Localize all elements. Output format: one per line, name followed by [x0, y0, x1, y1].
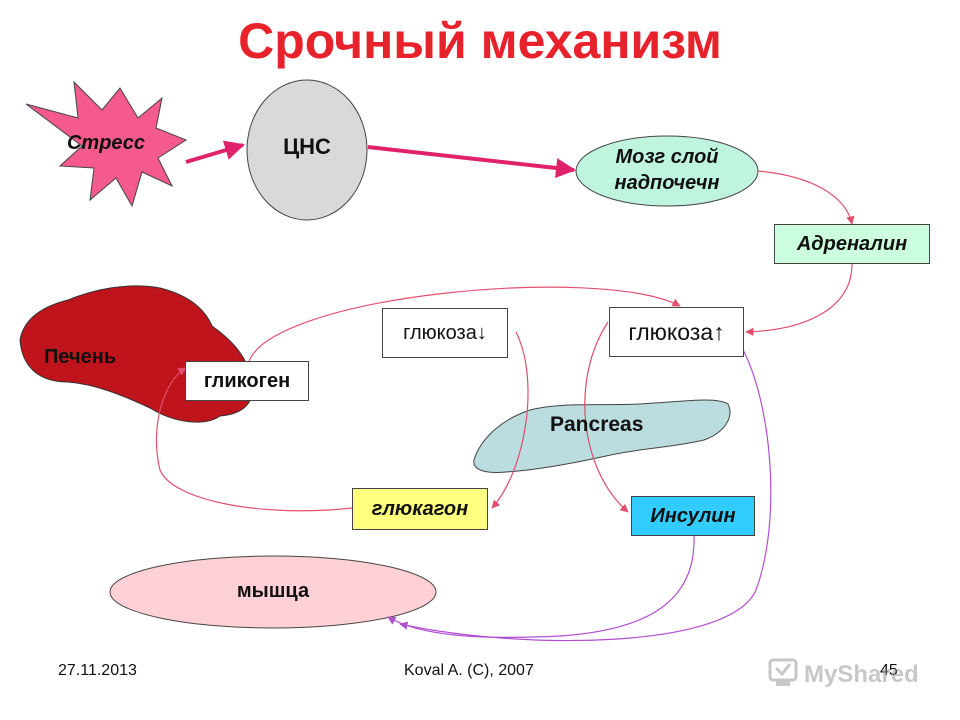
arrow-stress-to-cns	[185, 140, 245, 164]
insulin-box: Инсулин	[631, 496, 755, 536]
arrow-glucose-up-to-muscle	[399, 343, 772, 642]
arrow-cns-to-adrenal	[367, 145, 576, 178]
arrow-insulin-to-muscle	[387, 535, 695, 639]
glucagon-box: глюкагон	[352, 488, 488, 530]
arrow-adrenaline-to-glucose-up	[745, 263, 853, 336]
adrenaline-box: Адреналин	[774, 224, 930, 264]
footer-date: 27.11.2013	[58, 662, 137, 679]
liver-label: Печень	[44, 346, 117, 368]
muscle-label: мышца	[236, 580, 310, 602]
glucose-down-box: глюкоза↓	[382, 308, 508, 358]
watermark-text: MyShared	[804, 661, 919, 688]
muscle-node	[109, 555, 437, 629]
watermark-icon: MyShared	[768, 658, 919, 688]
glycogen-box: гликоген	[185, 361, 309, 401]
pancreas-label: Pancreas	[550, 413, 644, 436]
arrow-glucose-down-to-glucagon	[491, 331, 529, 509]
page-title: Срочный механизм	[238, 13, 722, 69]
adrenal-label-line2: надпочечн	[614, 172, 720, 194]
footer-page-number: 45	[880, 662, 898, 679]
pancreas-shape	[473, 399, 731, 473]
cns-label: ЦНС	[283, 134, 331, 159]
stress-star-shape	[25, 80, 188, 208]
arrow-glucose-up-to-insulin	[584, 321, 629, 513]
glucose-up-box: глюкоза↑	[609, 307, 744, 357]
arrow-adrenal-to-adrenaline	[757, 170, 855, 225]
footer-author: Koval A. (C), 2007	[404, 662, 534, 679]
cns-node	[246, 79, 368, 221]
adrenal-label: Мозг слой надпочечн	[576, 144, 758, 196]
arrow-glucagon-to-glycogen	[155, 367, 353, 512]
arrow-glycogen-to-glucose-up	[247, 286, 681, 366]
watermark-logo: MyShared	[766, 654, 926, 694]
stress-label: Стресс	[66, 132, 146, 154]
adrenal-label-line1: Мозг слой	[615, 146, 719, 168]
